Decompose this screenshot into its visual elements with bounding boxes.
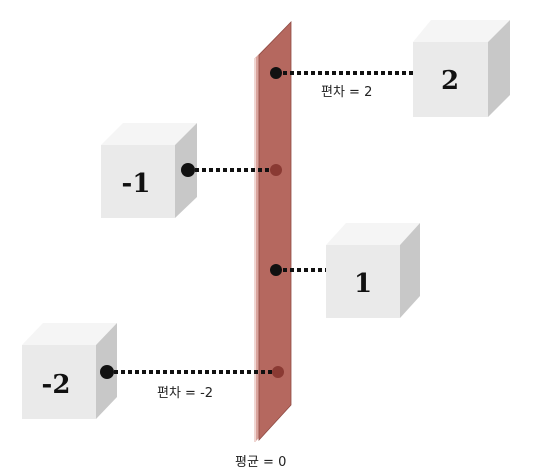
mean-label: 평균 = 0 <box>235 455 286 470</box>
cube-side-face <box>400 223 420 318</box>
annotation-deviation-2: 편차 = 2 <box>321 85 372 100</box>
mean-plane <box>254 21 292 442</box>
cube-front-face <box>101 145 175 218</box>
cube-label: -2 <box>42 370 71 400</box>
cube-label: 1 <box>354 269 372 299</box>
cube-side-face <box>488 20 510 117</box>
cube-top-face <box>22 323 117 345</box>
cube-front-face <box>413 42 488 117</box>
cube-dot-deviation-neg2 <box>100 365 114 379</box>
plane-dot-deviation-1 <box>270 264 282 276</box>
cube-dot-deviation-neg1 <box>181 163 195 177</box>
cube-deviation-1: 1 <box>326 223 420 318</box>
cube-label: 2 <box>441 66 459 96</box>
cube-front-face <box>22 345 96 419</box>
annotation-deviation-neg2: 편차 = -2 <box>157 386 213 401</box>
cube-front-face <box>326 245 400 318</box>
cube-deviation-neg1: -1 <box>101 123 197 218</box>
cube-top-face <box>413 20 510 42</box>
cube-label: -1 <box>122 169 151 199</box>
plane-dot-deviation-neg1 <box>270 164 282 176</box>
plane-dot-deviation-2 <box>270 67 282 79</box>
cube-deviation-2: 2 <box>413 20 510 117</box>
mean-plane-front <box>258 21 292 442</box>
connectors <box>107 71 413 374</box>
cube-top-face <box>101 123 197 145</box>
cube-top-face <box>326 223 420 245</box>
plane-dot-deviation-neg2 <box>272 366 284 378</box>
dots <box>100 67 284 379</box>
